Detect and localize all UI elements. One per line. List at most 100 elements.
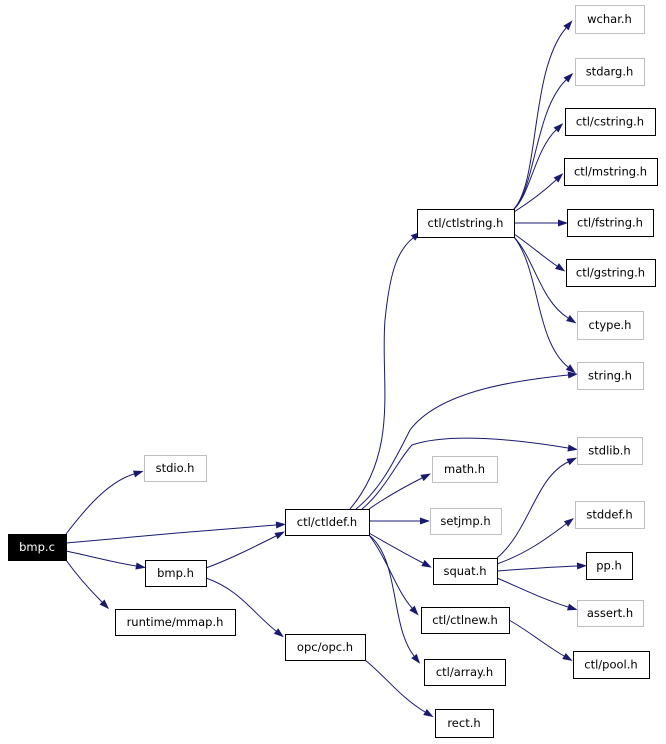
node-squat-h[interactable]: squat.h xyxy=(433,558,498,585)
edge-arrowhead xyxy=(273,628,284,638)
node-mstring-h[interactable]: ctl/mstring.h xyxy=(564,158,658,186)
edge-line xyxy=(496,565,578,572)
node-stddef-h[interactable]: stddef.h xyxy=(575,501,645,529)
node-box xyxy=(567,209,654,237)
edge-line xyxy=(513,236,569,319)
node-label: ctype.h xyxy=(589,318,632,332)
node-assert-h[interactable]: assert.h xyxy=(577,600,644,627)
edge-arrowhead xyxy=(566,603,578,611)
edge-arrowhead xyxy=(275,521,286,529)
node-opc-h[interactable]: opc/opc.h xyxy=(285,634,366,661)
node-box xyxy=(435,709,494,738)
edge-line xyxy=(508,619,565,657)
edge-line xyxy=(65,524,277,544)
edge-bmp_h-to-ctldef_h xyxy=(205,531,285,569)
node-bmp-c[interactable]: bmp.c xyxy=(8,534,67,561)
node-cstring-h[interactable]: ctl/cstring.h xyxy=(565,108,656,136)
edge-ctlstring_h-to-fstring_h xyxy=(513,219,568,227)
node-fstring-h[interactable]: ctl/fstring.h xyxy=(567,209,654,237)
edge-arrowhead xyxy=(420,517,430,525)
edge-line xyxy=(513,129,557,210)
node-mmap-h[interactable]: runtime/mmap.h xyxy=(115,609,236,636)
edge-line xyxy=(513,79,567,210)
node-stdlib-h[interactable]: stdlib.h xyxy=(577,437,643,465)
edge-line xyxy=(205,535,277,569)
node-box xyxy=(573,651,650,679)
edge-line xyxy=(368,532,424,564)
edge-arrowhead xyxy=(563,73,574,83)
node-pool-h[interactable]: ctl/pool.h xyxy=(573,651,650,679)
node-ctldef-h[interactable]: ctl/ctldef.h xyxy=(285,509,370,536)
edge-bmp_h-to-opc_h xyxy=(205,577,284,638)
edge-arrowhead xyxy=(553,123,564,133)
node-ctlstring-h[interactable]: ctl/ctlstring.h xyxy=(417,209,515,238)
edge-line xyxy=(355,374,569,510)
node-ctype-h[interactable]: ctype.h xyxy=(577,311,644,340)
node-pp-h[interactable]: pp.h xyxy=(586,552,633,580)
edge-line xyxy=(368,534,413,609)
node-box xyxy=(575,5,645,34)
edge-squat_h-to-stdlib_h xyxy=(496,457,577,559)
edge-squat_h-to-pp_h xyxy=(496,562,587,572)
edge-ctldef_h-to-ctlnew_h xyxy=(368,534,419,616)
edge-arrowhead xyxy=(409,605,419,616)
node-stdio-h[interactable]: stdio.h xyxy=(144,455,207,482)
node-label: ctl/ctldef.h xyxy=(297,515,357,529)
edge-arrowhead xyxy=(562,652,573,662)
edge-opc_h-to-rect_h xyxy=(364,659,434,718)
edge-arrowhead xyxy=(555,263,566,272)
node-box xyxy=(577,311,644,340)
edge-arrowhead xyxy=(563,20,573,31)
node-box xyxy=(421,607,510,634)
node-array-h[interactable]: ctl/array.h xyxy=(424,659,506,686)
edge-ctlstring_h-to-gstring_h xyxy=(513,233,566,272)
edges-layer xyxy=(65,20,587,718)
edge-arrowhead xyxy=(565,364,576,374)
node-box xyxy=(115,609,236,636)
node-label: runtime/mmap.h xyxy=(127,615,224,629)
edge-arrowhead xyxy=(566,457,577,466)
node-setjmp-h[interactable]: setjmp.h xyxy=(430,508,502,535)
node-box xyxy=(586,552,633,580)
edge-arrowhead xyxy=(274,531,285,540)
node-label: stddef.h xyxy=(586,508,632,522)
edge-bmp_c-to-stdio_h xyxy=(65,470,144,535)
node-box xyxy=(564,158,658,186)
edge-ctldef_h-to-squat_h xyxy=(368,532,432,568)
node-label: stdlib.h xyxy=(588,444,630,458)
node-box xyxy=(417,209,515,238)
edge-arrowhead xyxy=(411,653,421,664)
edge-bmp_c-to-ctldef_h xyxy=(65,521,286,544)
node-box xyxy=(577,600,644,627)
node-label: bmp.h xyxy=(157,566,194,580)
edge-line xyxy=(368,477,423,510)
node-box xyxy=(145,560,207,587)
node-label: rect.h xyxy=(447,716,480,730)
node-string-h[interactable]: string.h xyxy=(577,362,644,390)
node-label: ctl/cstring.h xyxy=(576,115,644,129)
node-label: assert.h xyxy=(587,606,633,620)
node-ctlnew-h[interactable]: ctl/ctlnew.h xyxy=(421,607,510,634)
node-stdarg-h[interactable]: stdarg.h xyxy=(575,58,645,86)
edge-arrowhead xyxy=(132,470,144,478)
edge-ctlnew_h-to-pool_h xyxy=(508,619,573,662)
node-label: ctl/gstring.h xyxy=(576,266,645,280)
edge-arrowhead xyxy=(421,559,432,568)
node-wchar-h[interactable]: wchar.h xyxy=(575,5,645,34)
node-rect-h[interactable]: rect.h xyxy=(435,709,494,738)
node-box xyxy=(424,659,506,686)
node-bmp-h[interactable]: bmp.h xyxy=(145,560,207,587)
node-math-h[interactable]: math.h xyxy=(432,456,498,483)
edge-bmp_c-to-mmap_h xyxy=(65,559,110,610)
nodes-layer: bmp.c stdio.h bmp.h runtime/mmap.h ctl/ctlde… xyxy=(8,5,658,738)
edge-line xyxy=(349,237,414,510)
edge-line xyxy=(65,550,137,567)
edge-line xyxy=(496,461,569,559)
node-label: bmp.c xyxy=(19,540,55,554)
node-gstring-h[interactable]: ctl/gstring.h xyxy=(566,259,656,287)
node-box xyxy=(432,456,498,483)
edge-line xyxy=(368,534,415,657)
edge-arrowhead xyxy=(99,599,110,610)
edge-arrowhead xyxy=(567,444,578,452)
edge-arrowhead xyxy=(576,562,587,570)
